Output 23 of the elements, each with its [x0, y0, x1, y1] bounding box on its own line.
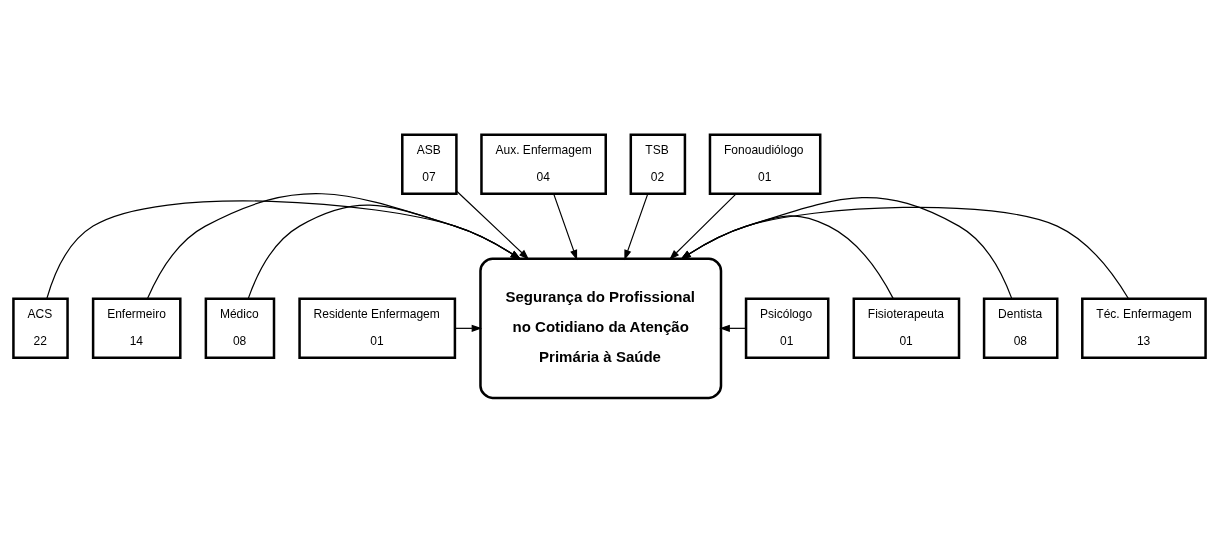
arrow: [669, 193, 737, 260]
node-box: Segurança do Profissional no Cotidiano da Atenção Primária à Saúde: [479, 257, 723, 400]
node-box: Aux. Enfermagem 04: [480, 133, 607, 195]
node-box: ASB 07: [401, 133, 458, 195]
arrow: [455, 190, 530, 260]
arrow: [680, 206, 1130, 300]
arrow: [624, 193, 649, 261]
node-box: Enfermeiro 14: [91, 297, 182, 360]
node-box: Residente Enfermagem 01: [298, 297, 457, 360]
arrow: [680, 197, 1013, 300]
node-box: Médico 08: [204, 297, 276, 360]
node-box: TSB 02: [629, 133, 687, 195]
node-box: Dentista 08: [982, 297, 1059, 360]
node-box: Fisioterapeuta 01: [852, 297, 961, 360]
node-box: Psicólogo 01: [744, 297, 830, 360]
arrow: [553, 193, 578, 261]
node-box: ACS 22: [12, 297, 69, 360]
node-box: Téc. Enfermagem 13: [1081, 297, 1207, 360]
arrow: [146, 193, 521, 300]
arrow: [247, 204, 521, 300]
arrow: [46, 200, 521, 300]
node-box: Fonoaudiólogo 01: [708, 133, 822, 195]
arrow: [680, 215, 894, 300]
